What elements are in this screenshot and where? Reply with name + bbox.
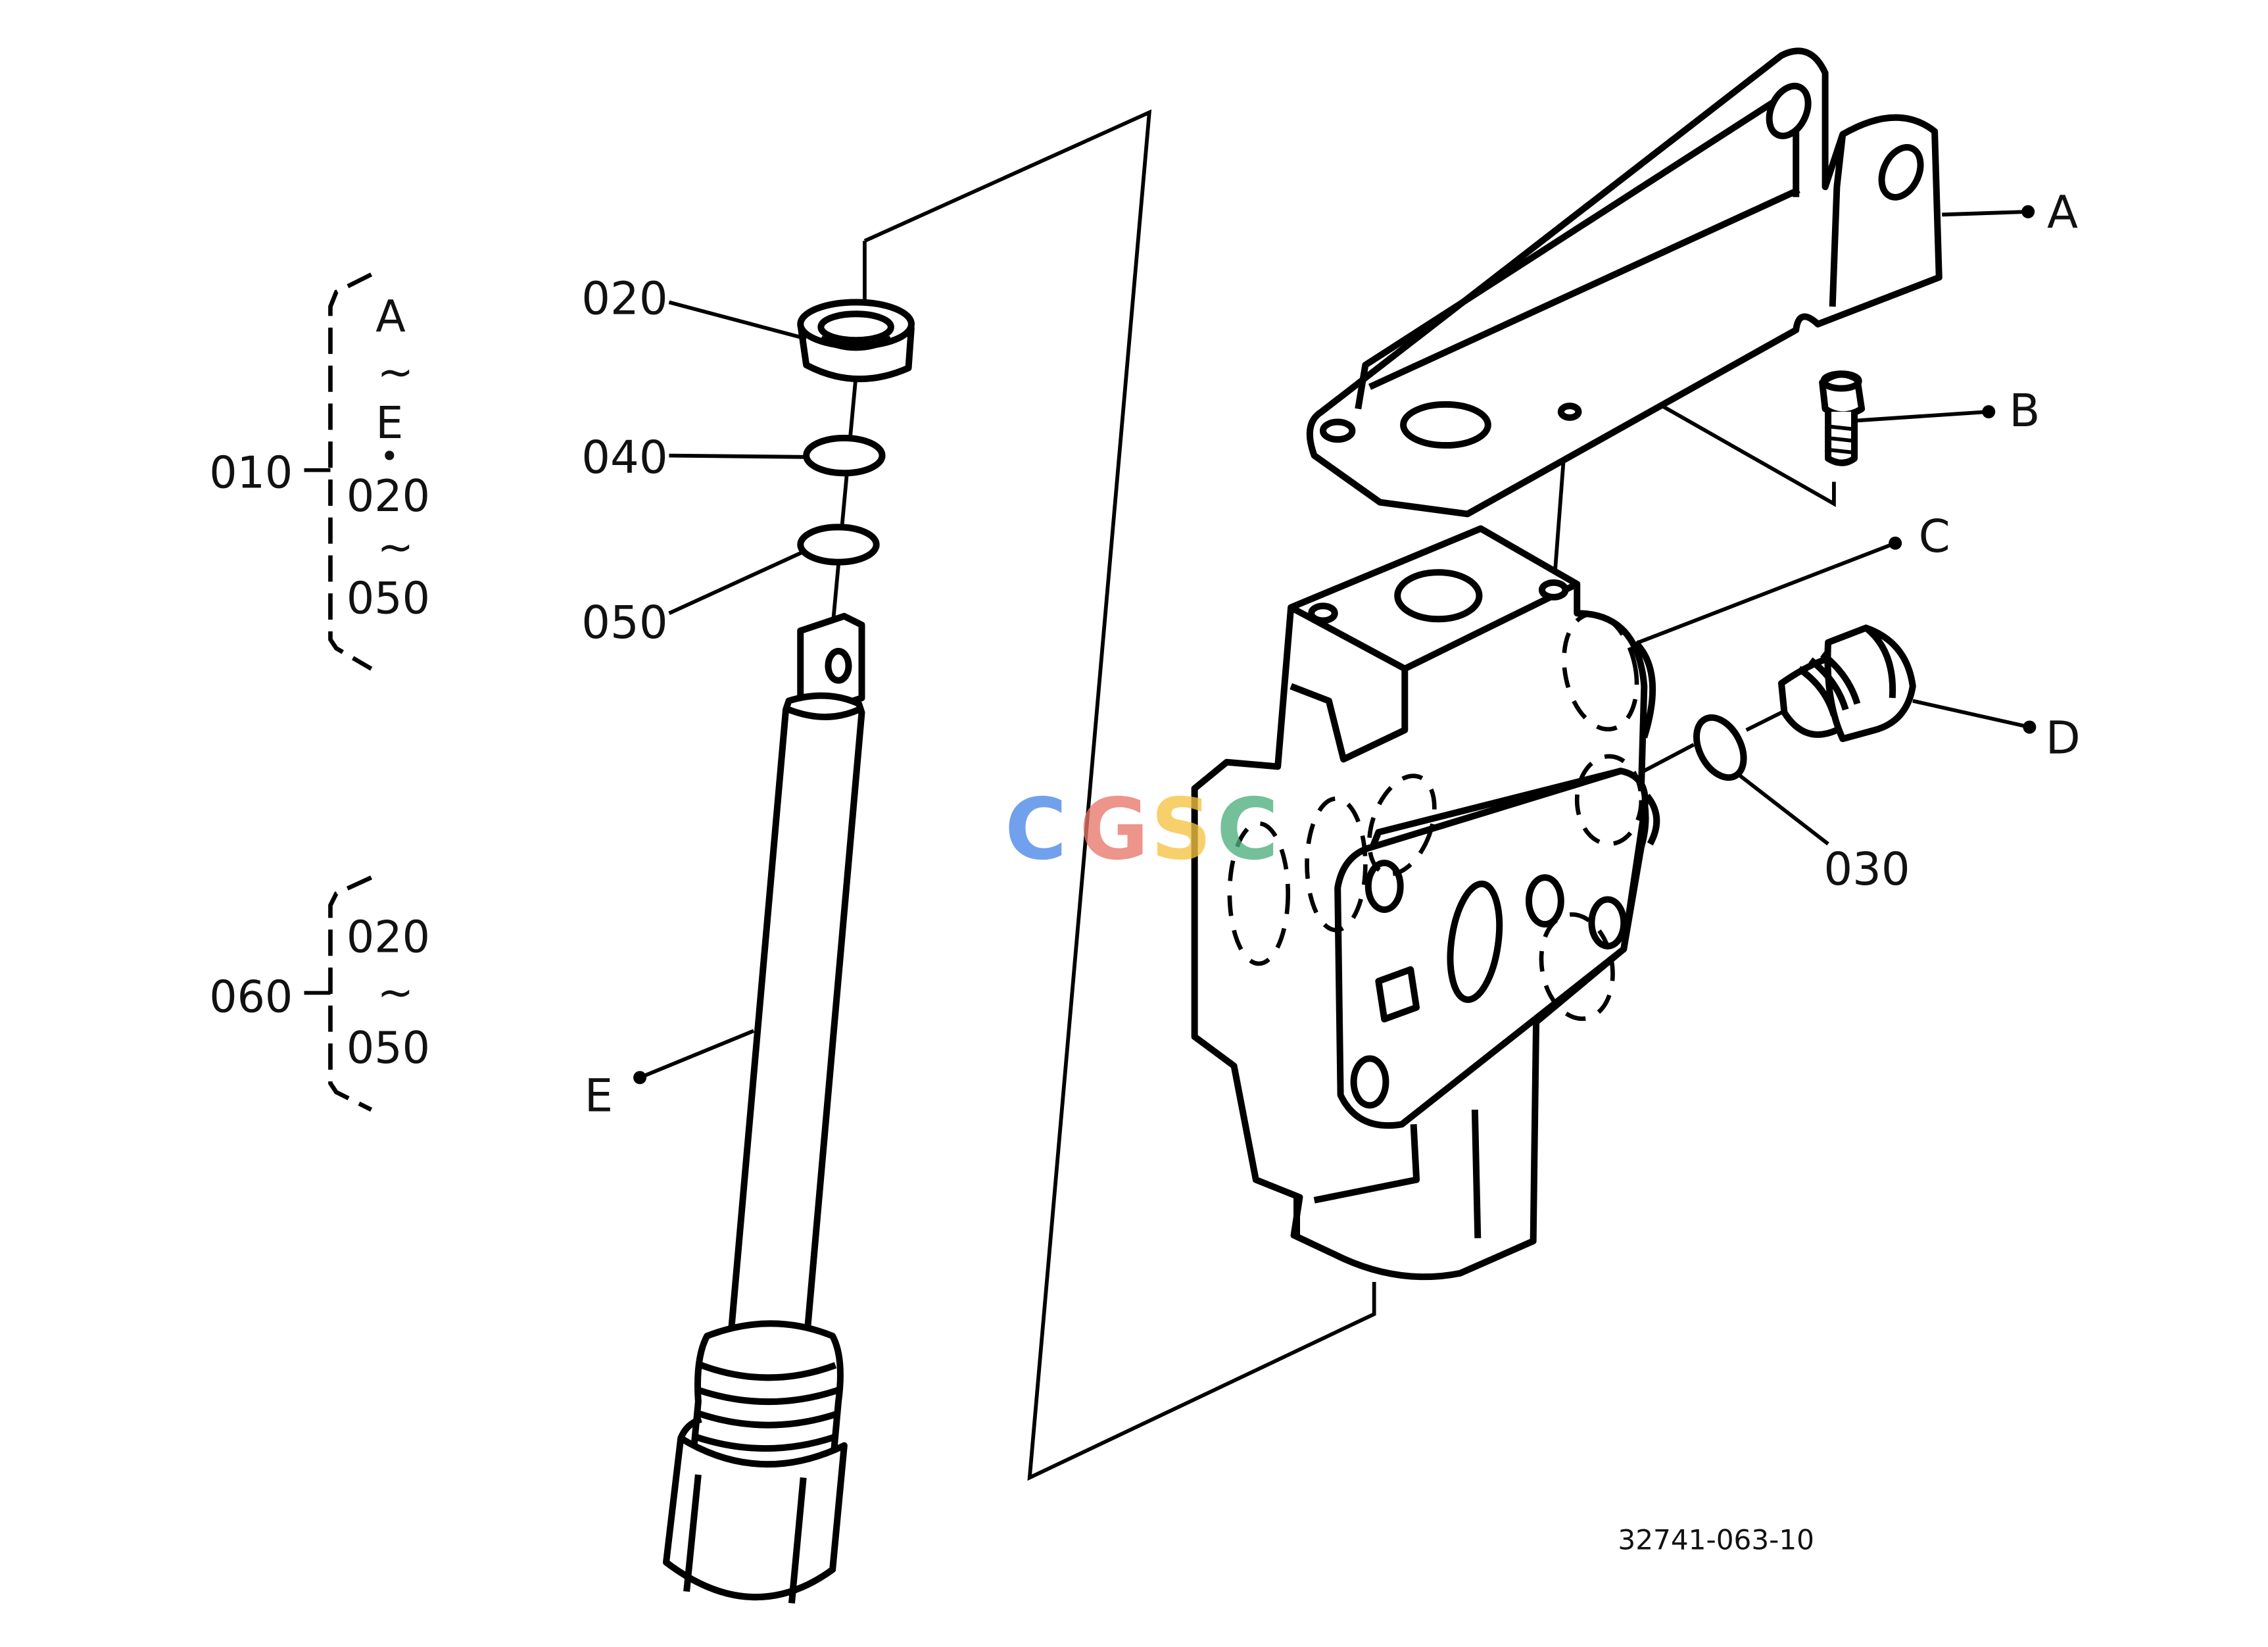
plug-d — [1778, 624, 1916, 743]
watermark: C G S C — [1005, 780, 1278, 879]
group-010-member-e: E — [375, 397, 403, 449]
bracket-a — [1306, 47, 1942, 518]
label-d: D — [2046, 712, 2081, 764]
label-b: B — [2009, 385, 2040, 437]
group-010-id: 010 — [209, 447, 293, 498]
group-010-tilde-2: ~ — [377, 522, 414, 573]
group-010-member-050: 050 — [347, 572, 430, 624]
group-060-member-020: 020 — [347, 911, 430, 962]
label-a: A — [2047, 186, 2078, 239]
watermark-letter-4: C — [1217, 780, 1279, 879]
label-040: 040 — [581, 431, 667, 484]
group-060-tilde: ~ — [377, 967, 414, 1018]
o-ring-040 — [803, 434, 886, 477]
label-020: 020 — [581, 272, 667, 325]
watermark-letter-3: S — [1151, 780, 1212, 879]
group-010-tilde-1: ~ — [377, 346, 414, 397]
o-ring-030 — [1693, 714, 1747, 781]
group-010-member-020: 020 — [347, 470, 430, 522]
watermark-letter-1: C — [1005, 780, 1067, 879]
watermark-letter-2: G — [1079, 780, 1149, 879]
o-ring-050 — [797, 524, 880, 566]
group-060-bracket — [304, 875, 373, 1112]
label-030: 030 — [1823, 843, 1910, 896]
label-c: C — [1919, 510, 1950, 563]
seal-020 — [797, 299, 915, 383]
group-010-member-a: A — [375, 291, 406, 342]
group-060-member-050: 050 — [347, 1022, 430, 1073]
group-010-bullet: • — [380, 437, 399, 475]
label-050: 050 — [581, 597, 667, 649]
spool-e — [663, 612, 865, 1604]
label-e: E — [585, 1069, 613, 1122]
group-010-bracket — [304, 272, 373, 671]
group-060-id: 060 — [209, 971, 293, 1022]
bolt-b — [1819, 370, 1866, 466]
valve-body-c — [1191, 525, 1660, 1281]
leader-lines — [633, 205, 2037, 1085]
drawing-number: 32741-063-10 — [1618, 1523, 1814, 1556]
